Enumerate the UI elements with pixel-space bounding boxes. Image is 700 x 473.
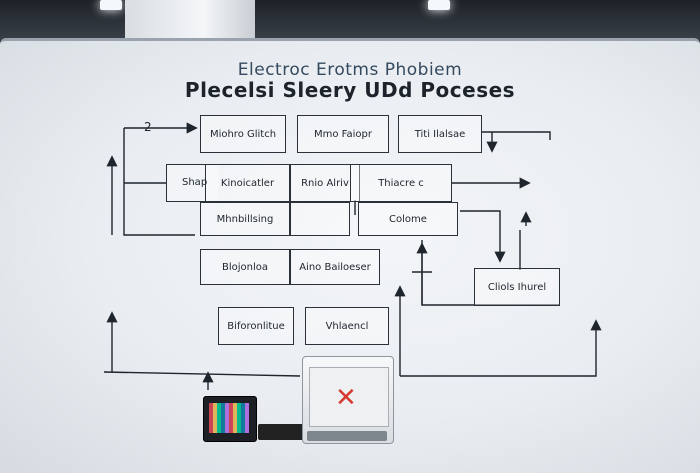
- diagram-box: Miohro Glitch: [200, 115, 286, 153]
- diagram-box: Kinoicatler: [205, 164, 290, 202]
- connector-line: [482, 131, 551, 140]
- connector-arrow: [460, 210, 506, 263]
- ceiling-light: [428, 0, 450, 10]
- connector-arrow: [400, 319, 602, 377]
- machine-panel: [309, 367, 389, 427]
- diagram-box-stub: [166, 164, 218, 202]
- machine-base: [307, 431, 387, 441]
- connector-line: [123, 128, 195, 236]
- diagram-box: Aino Bailoeser: [290, 249, 380, 285]
- diagram-box: Titi Ilalsae: [398, 115, 482, 153]
- board-title: Electroc Erotms Phobiem: [237, 60, 463, 80]
- diagram-box: Cliols Ihurel: [474, 268, 560, 306]
- diagram-box: Biforonlitue: [218, 307, 294, 345]
- diagram-box: Vhlaencl: [305, 307, 389, 345]
- electronic-device: [203, 396, 257, 442]
- diagram-box: Rnio Alriv: [290, 164, 360, 202]
- diagram-box: Blojonloa: [200, 249, 290, 285]
- diagram-box: Colome: [358, 202, 458, 236]
- annotation-label: Shap: [182, 177, 208, 188]
- white-machine: ✕: [302, 356, 394, 444]
- annotation-label: 2: [144, 120, 152, 134]
- wall-column: [125, 0, 255, 40]
- diagram-box-empty: [290, 202, 350, 236]
- diagram-box: Mmo Faiopr: [297, 115, 389, 153]
- led-matrix-display: [209, 403, 249, 433]
- ceiling-light: [100, 0, 122, 10]
- black-module: [258, 424, 308, 440]
- diagram-box: Thiacre c: [350, 164, 452, 202]
- red-mark-icon: ✕: [335, 383, 357, 413]
- diagram-box: Mhnbillsing: [200, 202, 290, 236]
- connector-line: [103, 371, 301, 377]
- board-subtitle: Plecelsi Sleery UDd Poceses: [184, 78, 516, 102]
